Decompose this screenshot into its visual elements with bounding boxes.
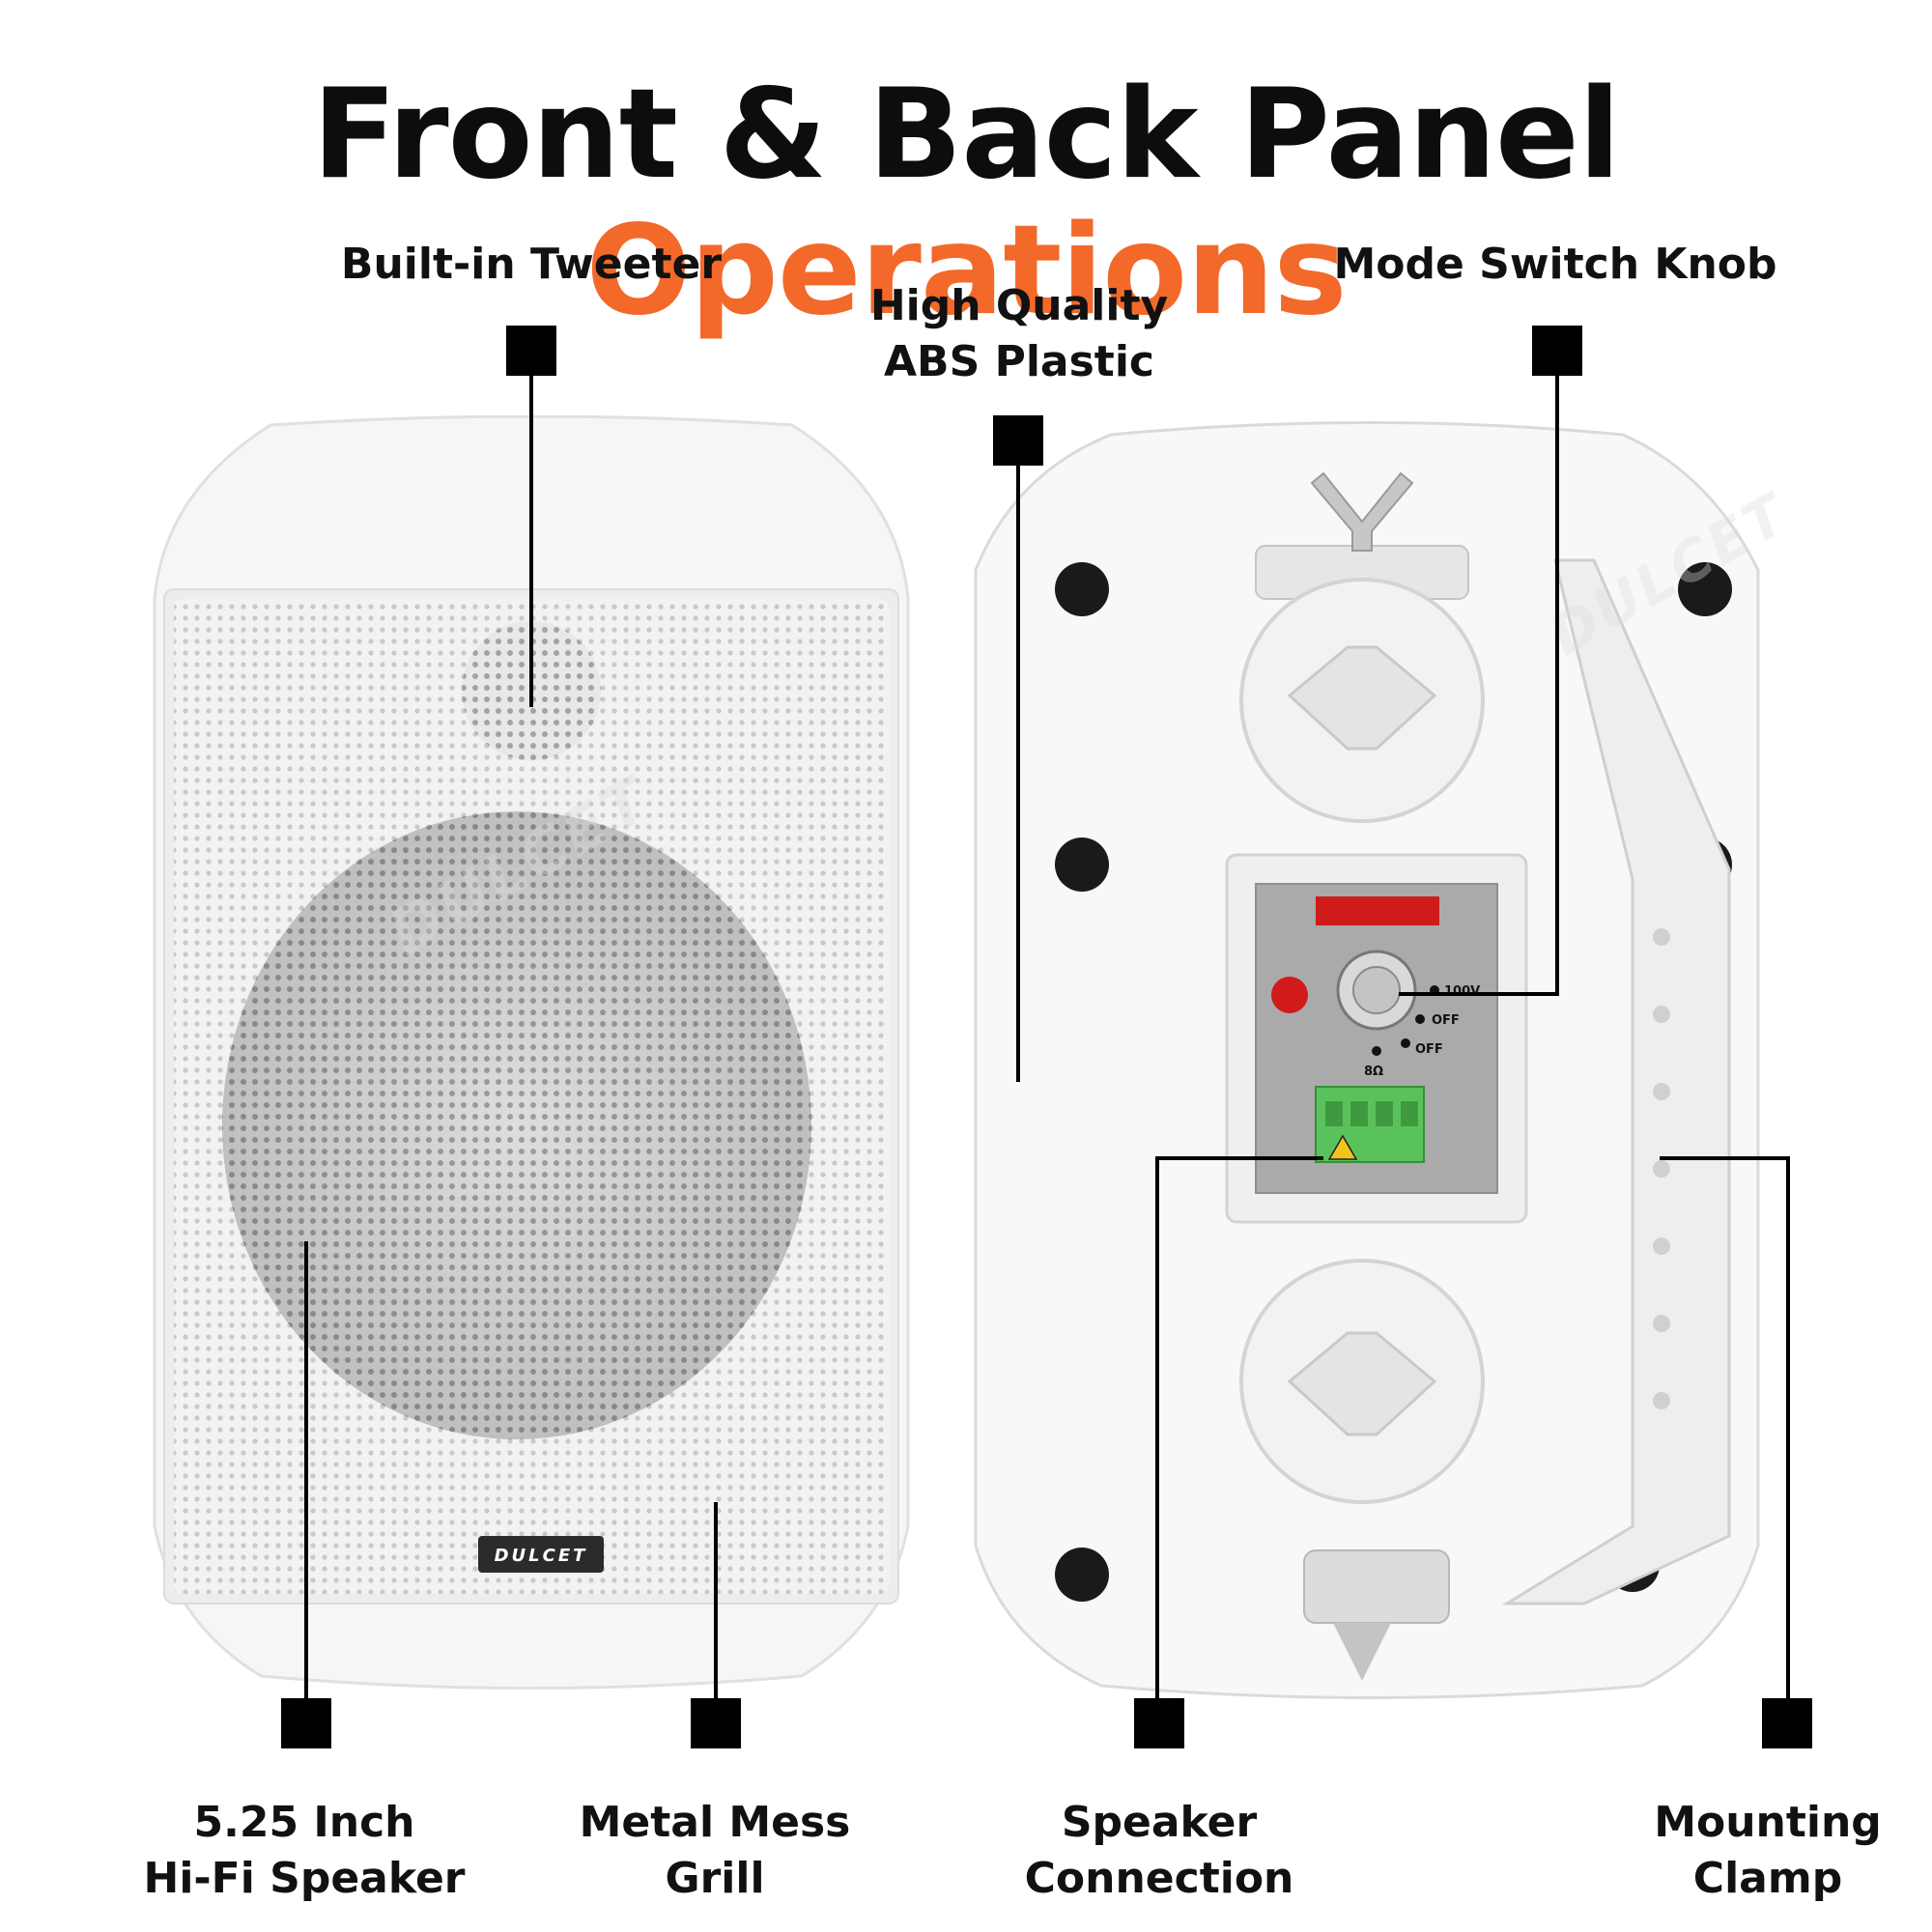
mark-8ohm: 8Ω: [1364, 1065, 1383, 1079]
line-tweeter: [529, 376, 533, 707]
label-metal-grill: Metal Mess Grill: [579, 1798, 851, 1904]
marker-clamp: [1762, 1698, 1812, 1748]
title-main: Front & Back Panel: [312, 63, 1620, 207]
marker-grill: [691, 1698, 741, 1748]
front-speaker-image: DULCET DULCET: [153, 415, 910, 1690]
label-abs-plastic: High Quality ABS Plastic: [869, 281, 1169, 387]
line-abs: [1016, 466, 1020, 1082]
title-accent: Operations: [585, 198, 1347, 343]
line-connection-horizontal: [1155, 1156, 1323, 1160]
line-connection: [1155, 1156, 1159, 1700]
label-mode-switch-knob: Mode Switch Knob: [1333, 240, 1777, 289]
marker-speaker: [281, 1698, 331, 1748]
marker-mode-switch: [1532, 326, 1582, 376]
brand-badge-text: DULCET: [495, 1546, 588, 1566]
marker-tweeter: [506, 326, 556, 376]
line-clamp: [1786, 1156, 1790, 1700]
label-hifi-speaker: 5.25 Inch Hi-Fi Speaker: [143, 1798, 466, 1904]
line-mode-switch-horizontal: [1399, 992, 1559, 996]
line-grill: [714, 1502, 718, 1700]
label-built-in-tweeter: Built-in Tweeter: [340, 240, 723, 289]
page-title: Front & Back Panel Operations: [0, 67, 1932, 343]
line-mode-switch: [1555, 376, 1559, 996]
marker-abs: [993, 415, 1043, 466]
mark-off-2: OFF: [1415, 1042, 1443, 1057]
marker-connection: [1134, 1698, 1184, 1748]
line-speaker: [304, 1241, 308, 1700]
brand-badge: [478, 1536, 604, 1573]
back-speaker-image: 100V OFF OFF 8Ω DULCET: [974, 421, 1787, 1699]
mark-off-1: OFF: [1432, 1013, 1460, 1028]
line-clamp-horizontal: [1660, 1156, 1790, 1160]
label-mounting-clamp: Mounting Clamp: [1654, 1798, 1882, 1904]
label-speaker-connection: Speaker Connection: [1024, 1798, 1294, 1904]
